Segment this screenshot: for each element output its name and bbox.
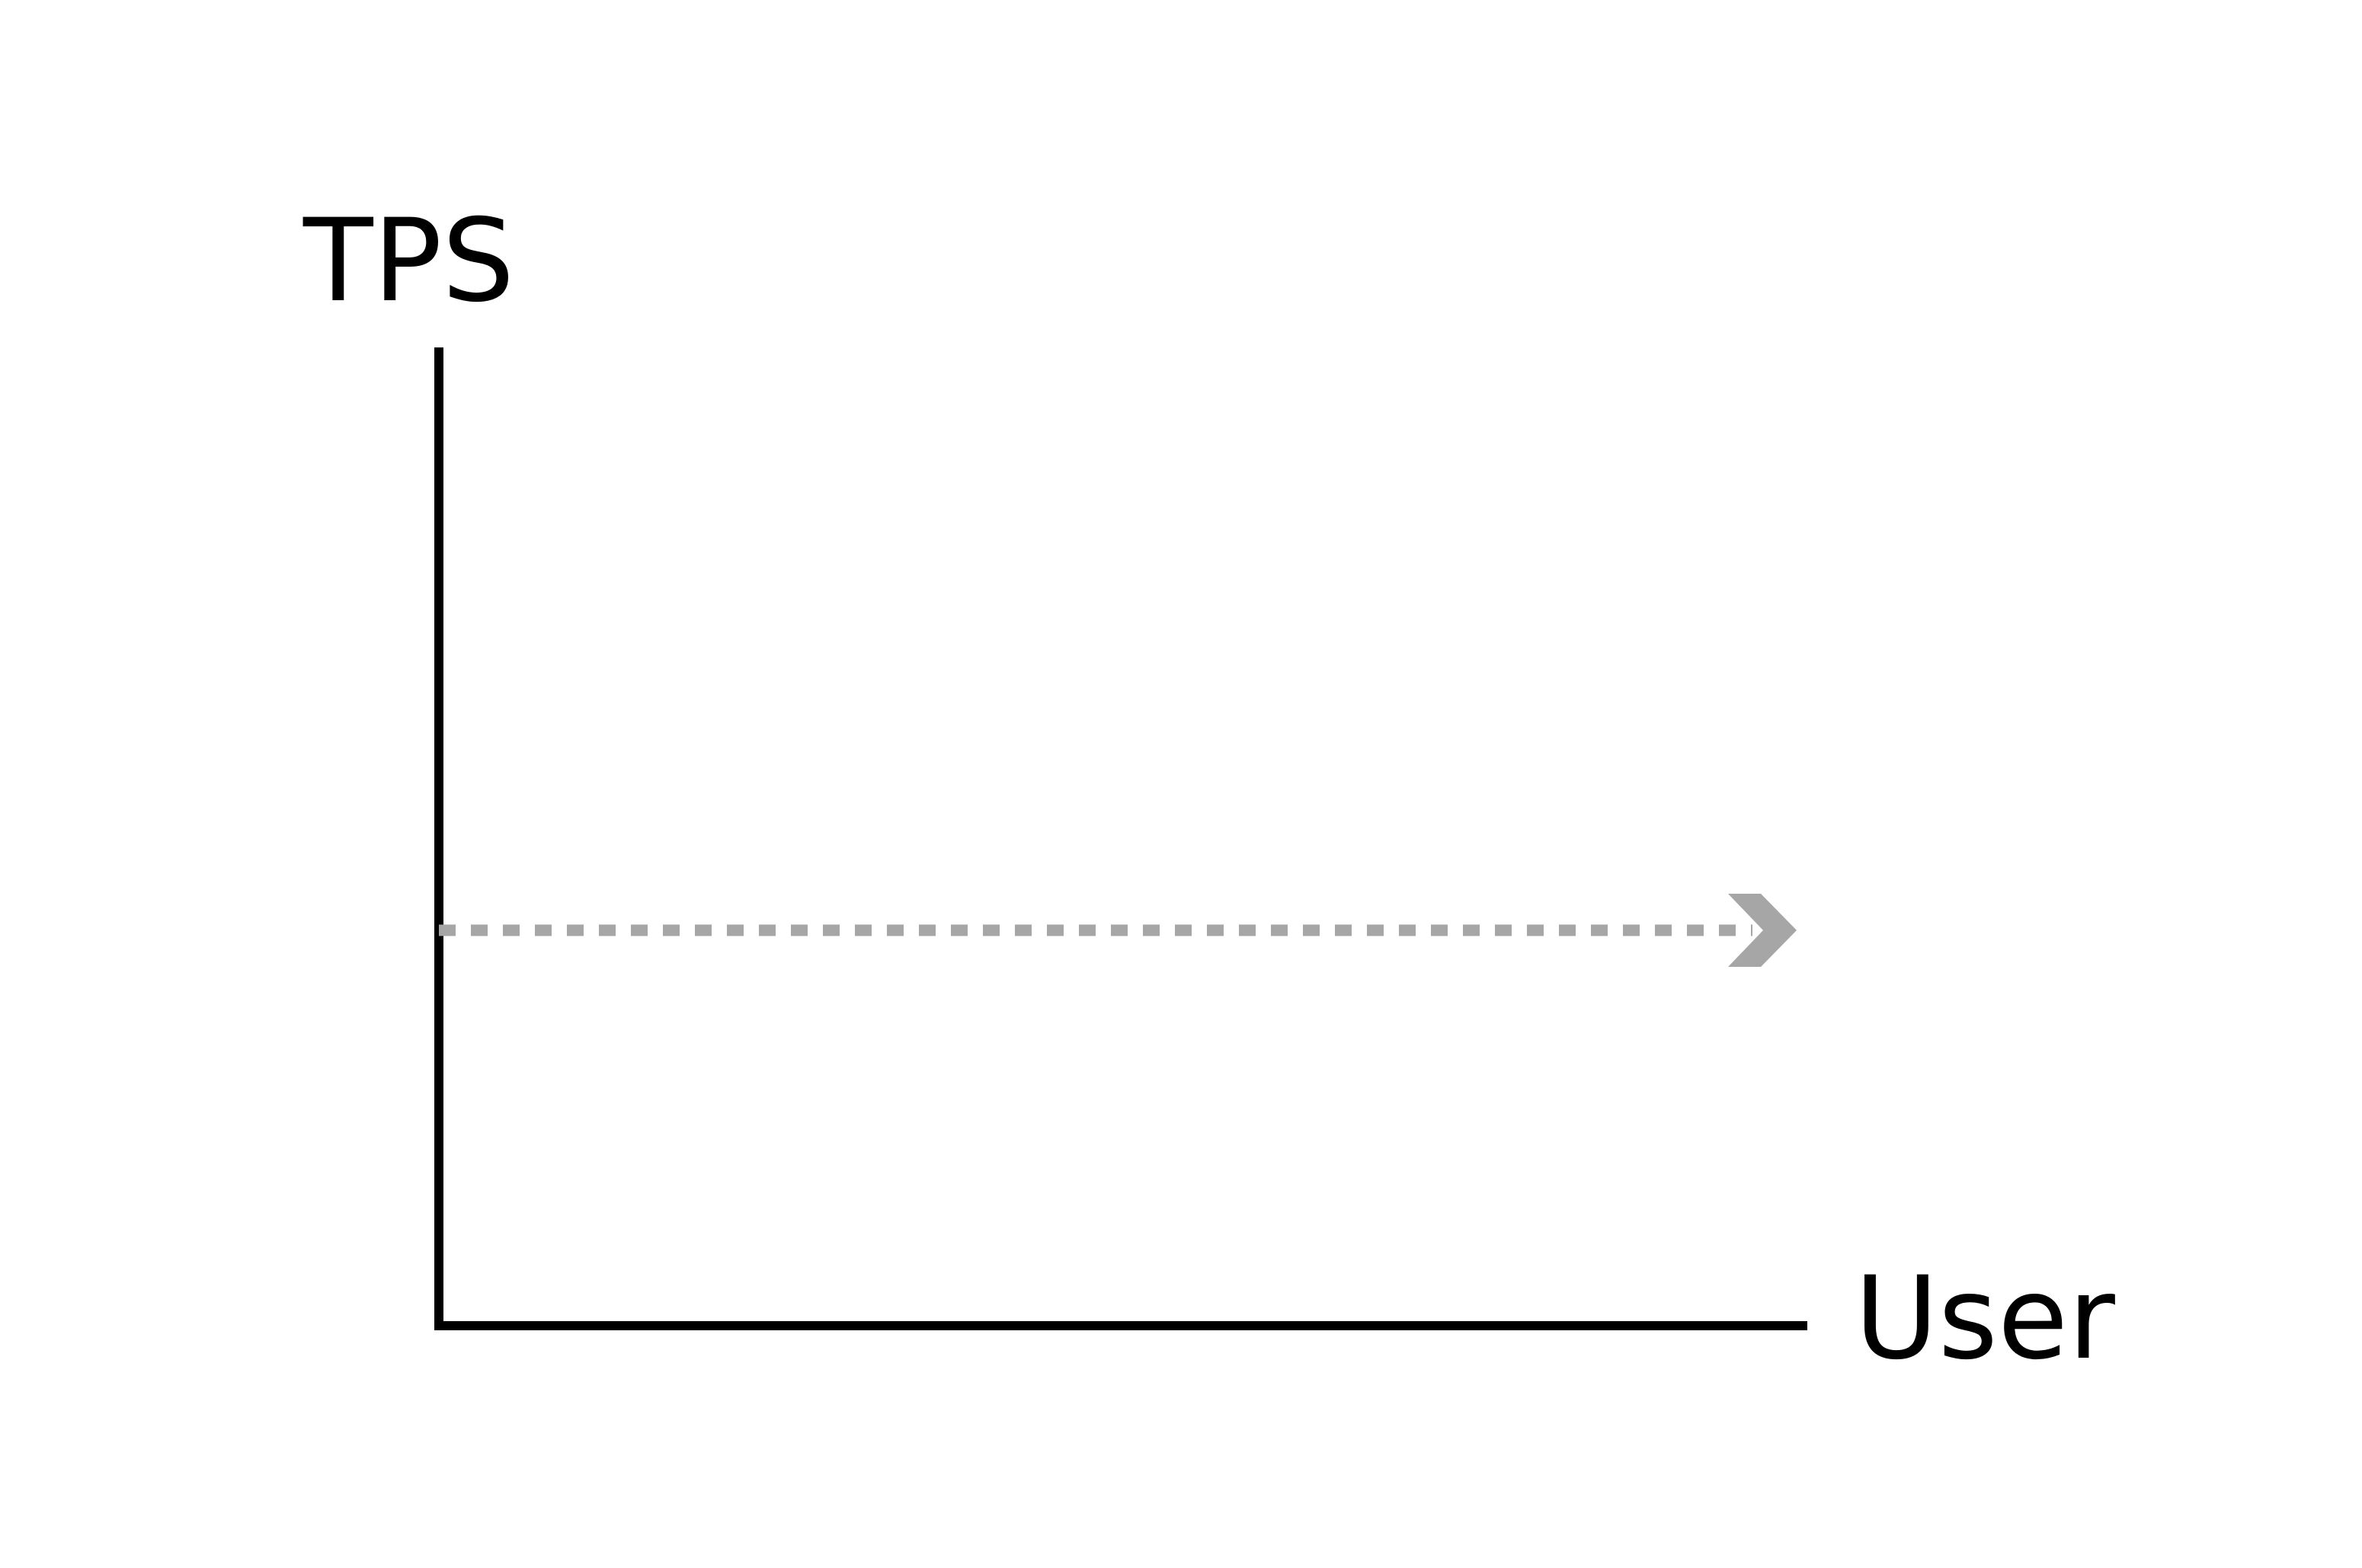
chevron-right-icon [1728, 894, 1797, 967]
x-axis-label: User [1855, 1253, 2115, 1385]
y-axis-label: TPS [303, 195, 515, 328]
